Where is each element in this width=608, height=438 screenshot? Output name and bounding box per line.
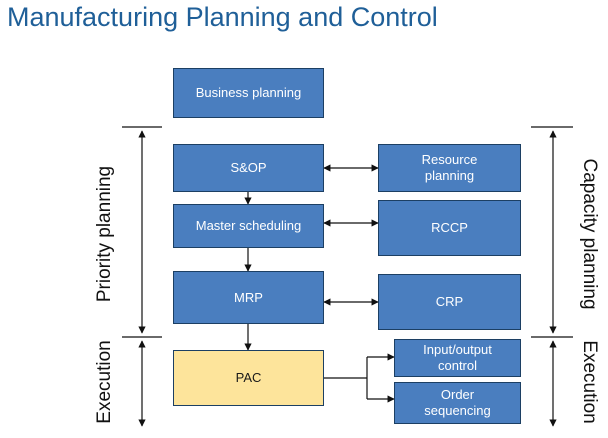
business-planning-box: Business planning <box>173 68 324 118</box>
crp-box: CRP <box>378 274 521 330</box>
resource-planning-box: Resource planning <box>378 144 521 192</box>
master-scheduling-box: Master scheduling <box>173 204 324 248</box>
execution-left-label: Execution <box>94 340 115 424</box>
pac-box: PAC <box>173 350 324 406</box>
order-sequencing-box: Order sequencing <box>394 382 521 424</box>
mrp-box: MRP <box>173 271 324 324</box>
sop-box: S&OP <box>173 144 324 192</box>
capacity-planning-label: Capacity planning <box>579 158 600 310</box>
rccp-box: RCCP <box>378 200 521 256</box>
priority-planning-label: Priority planning <box>94 165 115 303</box>
execution-right-label: Execution <box>579 340 600 424</box>
io-control-box: Input/output control <box>394 339 521 377</box>
page-title: Manufacturing Planning and Control <box>7 2 438 32</box>
